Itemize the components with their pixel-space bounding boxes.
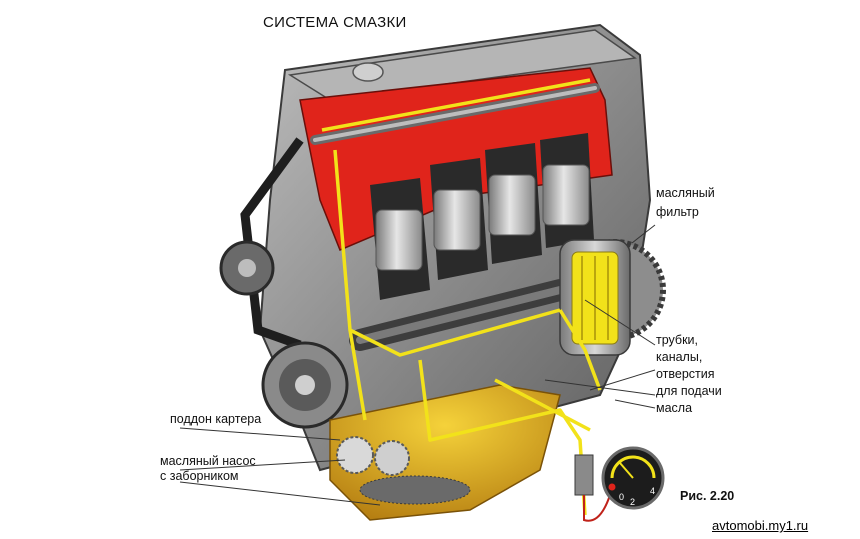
gauge-tick-0: 0: [619, 492, 624, 502]
label-oil-pump-line2: с заборником: [160, 469, 239, 483]
label-oil-pan: поддон картера: [170, 412, 262, 426]
label-tubes-line3: отверстия: [656, 367, 715, 381]
oil-pressure-sensor: [574, 454, 611, 522]
crankshaft: [349, 279, 571, 351]
watermark: avtomobi.my1.ru: [712, 518, 809, 533]
gauge-tick-4: 4: [650, 486, 655, 496]
camshaft: [310, 83, 600, 145]
label-oil-pump-line1: масляный насос: [160, 454, 256, 468]
label-tubes-line1: трубки,: [656, 333, 699, 347]
oil-pressure-gauge: 0 2 4: [601, 446, 665, 510]
timing-drive: [219, 137, 349, 429]
label-oil-filter-line1: масляный: [656, 186, 715, 200]
oil-pan: [329, 384, 561, 521]
label-tubes-line5: масла: [656, 401, 693, 415]
oil-filter: [559, 239, 631, 356]
diagram-title: СИСТЕМА СМАЗКИ: [263, 14, 407, 31]
gauge-tick-2: 2: [630, 497, 635, 507]
oil-pump: [336, 436, 410, 476]
label-tubes-line2: каналы,: [656, 350, 703, 364]
leader-lines: [179, 224, 656, 506]
pistons: [375, 164, 590, 271]
label-tubes-line4: для подачи: [656, 384, 722, 398]
figure-caption: Рис. 2.20: [680, 489, 735, 503]
label-oil-filter-line2: фильтр: [656, 205, 699, 219]
